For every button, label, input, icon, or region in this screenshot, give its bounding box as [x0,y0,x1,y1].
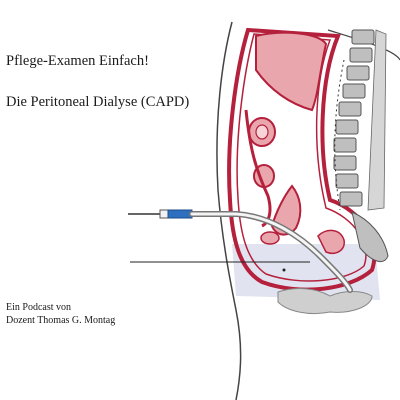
episode-subtitle: Die Peritoneal Dialyse (CAPD) [6,94,190,110]
credit-line-1: Ein Podcast von [6,302,71,313]
spinal-cord-line [334,59,345,211]
uterus-organ [270,184,302,236]
credit-line-2: Dozent Thomas G. Montag [6,314,116,326]
body-outline-back [327,29,400,61]
peritoneum-outer [227,27,377,292]
author-credit: Ein Podcast von Dozent Thomas G. Montag [6,302,115,327]
ovary-organ [317,229,345,254]
intestine-lumen-1 [255,124,269,140]
spine-vertebrae [333,29,389,263]
liver-organ [255,31,328,112]
pointer-dot [282,268,286,272]
podcast-title: Pflege-Examen Einfach! [6,53,149,69]
body-outline-front [216,21,242,400]
pelvic-floor [277,288,373,315]
bladder-organ [260,231,280,245]
peritoneum-inner [236,33,367,282]
catheter-cuff [167,209,193,219]
catheter-tube-inner [190,212,352,292]
catheter-connector [159,209,169,219]
